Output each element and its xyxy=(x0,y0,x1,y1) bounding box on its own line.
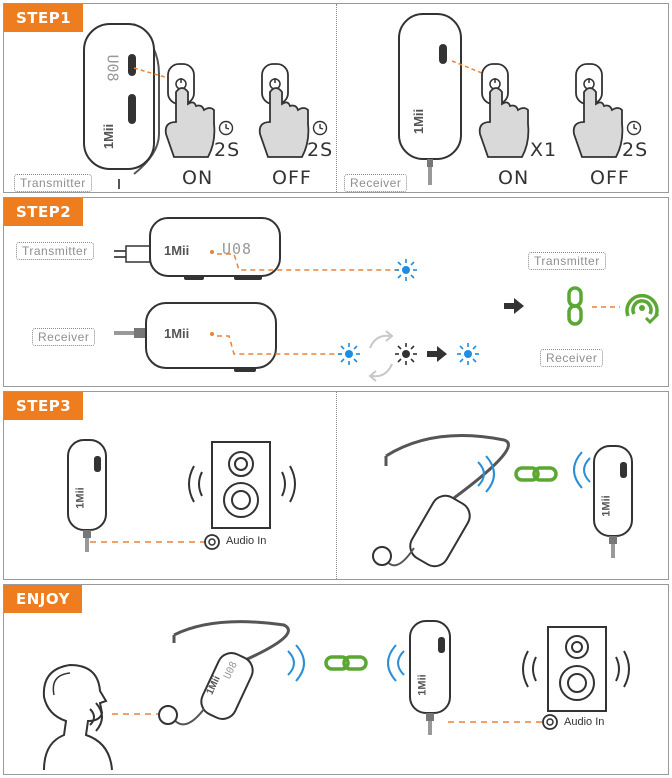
step1-tag: STEP1 xyxy=(4,4,84,32)
step2-rx-brand: 1Mii xyxy=(164,326,190,341)
step2-receiver-label: Receiver xyxy=(32,328,96,346)
tx-on-clock-icon xyxy=(218,120,234,136)
signal-check-icon xyxy=(625,293,660,325)
voice-wave-icon xyxy=(89,702,103,732)
enjoy-speaker-icon xyxy=(522,626,630,712)
step1-panel: STEP1 U08 1Mii Transmitter 2S ON 2S OFF xyxy=(3,3,669,193)
rx-dash-line xyxy=(451,60,483,74)
rx-led-solid-icon xyxy=(457,343,479,365)
rx-on-hand-icon xyxy=(478,63,530,158)
person-speaking-icon xyxy=(42,663,113,771)
rx-off-clock-icon xyxy=(626,120,642,136)
enjoy-rx-brand: 1Mii xyxy=(416,674,429,696)
tx-on-state: ON xyxy=(182,167,214,189)
audio-in-jack-icon xyxy=(204,534,220,550)
enjoy-receiver-wave-icon xyxy=(387,644,405,682)
tx-on-hold-time: 2S xyxy=(214,139,241,161)
rx-on-state: ON xyxy=(498,167,530,189)
tx-off-clock-icon xyxy=(312,120,328,136)
step1-receiver-label: Receiver xyxy=(344,174,408,192)
enjoy-mic-wave-icon xyxy=(287,644,305,682)
rx-on-press-count: X1 xyxy=(530,139,558,161)
step3-audio-dash xyxy=(90,541,206,543)
paired-receiver-label: Receiver xyxy=(540,349,604,367)
step3-audio-in-label: Audio In xyxy=(226,535,267,547)
enjoy-audio-dash xyxy=(448,721,542,723)
step3-tag: STEP3 xyxy=(4,392,84,420)
step2-arrow-right-icon xyxy=(427,346,447,362)
receiver-device xyxy=(398,13,462,185)
enjoy-link-icon xyxy=(324,655,368,671)
step3-panel: STEP3 1Mii Audio In xyxy=(3,391,669,580)
pair-dash xyxy=(592,306,620,308)
rx-off-hold-time: 2S xyxy=(622,139,649,161)
enjoy-tag: ENJOY xyxy=(4,585,82,613)
tx-off-hand-icon xyxy=(258,63,310,158)
rx-brand: 1Mii xyxy=(411,108,427,135)
tx-brand: 1Mii xyxy=(101,123,117,150)
paired-transmitter-label: Transmitter xyxy=(528,252,606,270)
rx-off-state: OFF xyxy=(590,167,630,189)
rx-off-hand-icon xyxy=(572,63,624,158)
enjoy-receiver-device xyxy=(409,620,451,735)
link-chain-icon xyxy=(567,286,583,326)
headset-mic-device xyxy=(372,434,510,568)
enjoy-voice-dash xyxy=(112,713,158,715)
step2-tx-dash xyxy=(210,250,399,271)
mic-wave-icon xyxy=(477,455,495,493)
step2-tag: STEP2 xyxy=(4,198,84,226)
tx-led-blink-icon xyxy=(395,259,417,281)
step2-panel: STEP2 Transmitter 1Mii U08 Receiver 1Mii xyxy=(3,197,669,387)
tx-dash-line xyxy=(133,67,169,79)
tx-off-hold-time: 2S xyxy=(307,139,334,161)
step3-receiver-device xyxy=(67,439,107,552)
rx-led-dark-icon xyxy=(395,343,417,365)
transmitter-device xyxy=(83,23,160,189)
step3-right-receiver xyxy=(593,445,633,558)
enjoy-audio-in-jack-icon xyxy=(542,714,558,730)
receiver-wave-icon xyxy=(573,451,591,489)
step3-rx-brand: 1Mii xyxy=(74,487,87,509)
speaker-icon xyxy=(188,441,296,529)
enjoy-headset-device xyxy=(158,620,290,726)
step3-divider xyxy=(336,392,337,579)
step3-link-icon xyxy=(514,466,558,482)
step2-transmitter-label: Transmitter xyxy=(16,242,94,260)
step2-rx-dash xyxy=(210,332,341,355)
step1-transmitter-label: Transmitter xyxy=(14,174,92,192)
enjoy-audio-in-label: Audio In xyxy=(564,716,605,728)
tx-display-text: U08 xyxy=(103,54,122,82)
pair-arrow-right-icon xyxy=(504,298,524,314)
tx-off-state: OFF xyxy=(272,167,312,189)
cycle-arrows-icon xyxy=(368,330,394,382)
tx-on-hand-icon xyxy=(164,63,216,158)
step2-transmitter-device xyxy=(114,217,281,280)
rx-led-blue-icon xyxy=(338,343,360,365)
step2-tx-brand: 1Mii xyxy=(164,243,190,258)
step1-divider xyxy=(336,4,337,192)
enjoy-panel: ENJOY 1Mii U08 1Mii xyxy=(3,584,669,775)
step3-right-rx-brand: 1Mii xyxy=(600,495,613,517)
